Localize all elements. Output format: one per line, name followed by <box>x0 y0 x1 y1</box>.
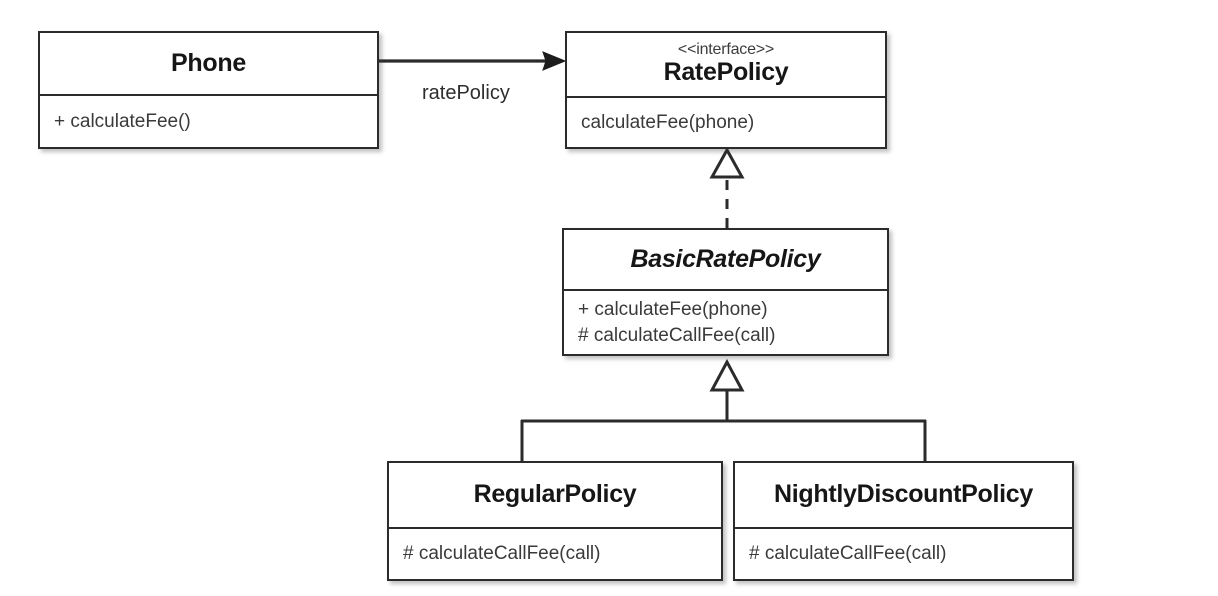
class-box-nightlydiscountpolicy[interactable]: NightlyDiscountPolicy # calculateCallFee… <box>733 461 1074 581</box>
class-header-ratepolicy: <<interface>> RatePolicy <box>567 33 885 98</box>
class-header-nightlydiscountpolicy: NightlyDiscountPolicy <box>735 463 1072 529</box>
class-members-nightlydiscountpolicy: # calculateCallFee(call) <box>735 529 1072 579</box>
class-members-ratepolicy: calculateFee(phone) <box>567 98 885 147</box>
class-member: + calculateFee() <box>54 110 191 132</box>
class-member: + calculateFee(phone) <box>578 299 768 321</box>
class-name-phone: Phone <box>171 48 246 77</box>
class-box-ratepolicy[interactable]: <<interface>> RatePolicy calculateFee(ph… <box>565 31 887 149</box>
class-members-basicratepolicy: + calculateFee(phone) # calculateCallFee… <box>564 291 887 354</box>
class-box-basicratepolicy[interactable]: BasicRatePolicy + calculateFee(phone) # … <box>562 228 889 356</box>
association-label-ratepolicy: ratePolicy <box>422 82 510 104</box>
class-box-regularpolicy[interactable]: RegularPolicy # calculateCallFee(call) <box>387 461 723 581</box>
class-box-phone[interactable]: Phone + calculateFee() <box>38 31 379 149</box>
class-member: # calculateCallFee(call) <box>578 324 776 346</box>
class-header-regularpolicy: RegularPolicy <box>389 463 721 529</box>
class-header-basicratepolicy: BasicRatePolicy <box>564 230 887 291</box>
class-members-regularpolicy: # calculateCallFee(call) <box>389 529 721 579</box>
association-phone-ratepolicy <box>379 51 567 71</box>
class-member: calculateFee(phone) <box>581 111 755 133</box>
generalization-tree-basic-ratepolicy <box>520 358 927 461</box>
class-name-nightlydiscountpolicy: NightlyDiscountPolicy <box>773 480 1033 509</box>
class-members-phone: + calculateFee() <box>40 96 377 147</box>
class-member: # calculateCallFee(call) <box>749 543 947 565</box>
realization-basic-ratepolicy <box>709 146 745 228</box>
class-name-regularpolicy: RegularPolicy <box>473 480 637 509</box>
class-member: # calculateCallFee(call) <box>403 543 601 565</box>
class-name-ratepolicy: RatePolicy <box>663 58 789 87</box>
class-name-basicratepolicy: BasicRatePolicy <box>630 244 821 273</box>
stereotype-interface: <<interface>> <box>677 41 775 59</box>
class-header-phone: Phone <box>40 33 377 96</box>
